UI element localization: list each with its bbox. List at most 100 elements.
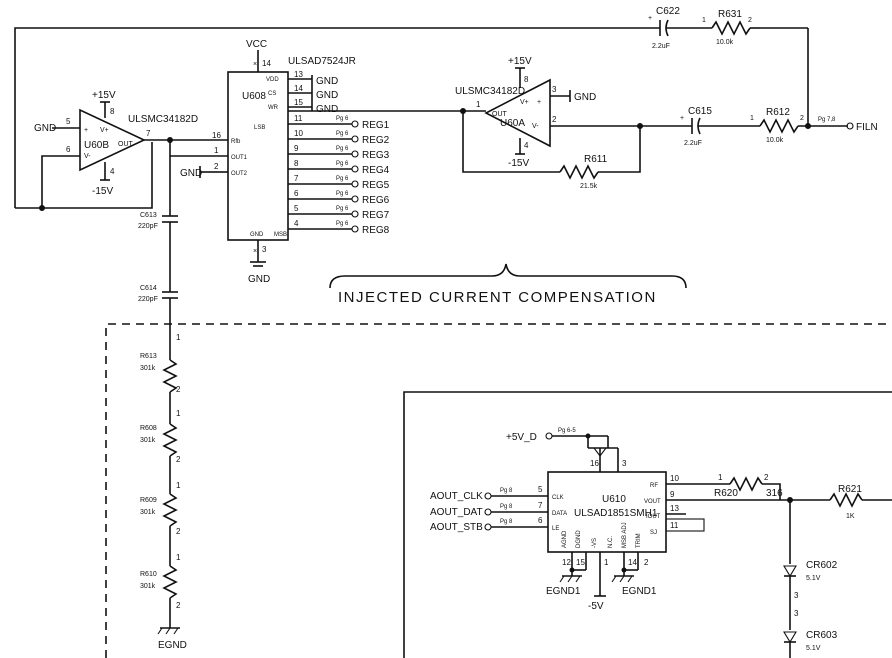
r612-value: 10.0k [766,137,784,144]
filn-label: FILN [856,122,878,133]
r631-value: 10.0k [716,39,734,46]
svg-text:GND: GND [250,232,264,238]
r620-pin2: 2 [764,473,769,482]
reg-page-ref: Pg 6 [336,161,349,167]
reg-page-ref: Pg 6 [336,116,349,122]
svg-text:GND: GND [316,90,338,101]
u60a-pin-vp: 8 [524,75,529,84]
u60a-pin-out: 1 [476,100,481,109]
top-feedback-wire [14,27,809,209]
u610-output-name: VOUT [644,499,661,505]
filn-connector [846,122,854,130]
u610-bottom-pin: 14 [628,558,637,567]
u608-bit-pin: 4 [294,219,299,228]
u608-left-name-out1: OUT1 [231,155,248,161]
reg-net-label: REG2 [362,135,390,146]
cr602-value: 5.1V [806,575,821,582]
c622-ref: C622 [656,6,680,17]
egnd1-label: EGND1 [622,586,657,597]
capacitor-c615: + C615 2.2uF [640,106,760,147]
svg-text:1: 1 [176,333,181,342]
u610-output-pin: 10 [670,474,679,483]
r611-value: 21.5k [580,183,598,190]
resistor-r621: R621 1K [790,484,892,520]
zener-cr602: CR602 5.1V 3 3 [783,500,838,630]
svg-text:V-: V- [84,153,91,160]
u610-input-page: Pg 8 [500,488,513,494]
reg-lines: Pg 6 Pg 6 Pg 6 Pg 6 Pg 6 Pg 6 Pg 6 Pg 6 … [288,114,390,236]
u610-output-pin: 9 [670,490,675,499]
cr602-pin: 3 [794,591,799,600]
reg-page-ref: Pg 6 [336,191,349,197]
u60a-gnd: GND [574,92,596,103]
u608-bit-pin: 11 [294,114,303,123]
u610-bottom-pin: 12 [562,558,571,567]
u610-output-name: RF [650,483,658,489]
r631-ref: R631 [718,9,742,20]
u608-pin-14: 14 [294,84,303,93]
c615-ref: C615 [688,106,712,117]
r631-pin2: 2 [748,17,752,24]
u610-bottom-pin: 1 [604,558,609,567]
zener-cr603: CR603 5.1V [783,630,838,658]
r621-value: 1K [846,513,855,520]
u610-input-name: DATA [552,511,567,517]
c614-ref: C614 [140,285,157,292]
u608-left-pin-2: 2 [214,162,219,171]
u608-pin-15: 15 [294,98,303,107]
u608-msb: MSB [274,232,287,238]
u610-input-page: Pg 8 [500,519,513,525]
u608-vdd: VDD [266,77,279,83]
ladder-ref: R609 [140,497,157,504]
u610-input-name: LE [552,526,559,532]
minus5v-label: -5V [588,601,604,612]
u610-input-net: AOUT_CLK [430,491,483,502]
svg-text:V-: V- [532,123,539,130]
u610-input-net: AOUT_DAT [430,507,483,518]
u610-input-name: CLK [552,495,564,501]
u608-wr: WR [268,105,279,111]
svg-text:2: 2 [176,455,181,464]
svg-text:+: + [680,115,684,122]
u610-output-pin: 13 [670,504,679,513]
c613-c614-chain: C613 220pF C614 220pF [138,156,178,340]
svg-text:GND: GND [316,104,338,115]
r621-ref: R621 [838,484,862,495]
u60a-part: ULSMC34182D [455,86,525,97]
r620-ref: R620 [714,488,738,499]
u610-top-pin: 3 [622,459,627,468]
u60a-pin-minus: 2 [552,115,557,124]
r620-pin1: 1 [718,473,723,482]
u60b-out-label: OUT [118,141,134,148]
reg-page-ref: Pg 6 [336,221,349,227]
u60a-vminus: -15V [508,158,529,169]
u608-pin-13: 13 [294,70,303,79]
plus5v-net: +5V_D [506,432,537,443]
reg-page-ref: Pg 6 [336,206,349,212]
u608-vcc-pin: 14 [262,59,271,68]
u60b-gnd: GND [34,123,56,134]
u60a-vplus: +15V [508,56,532,67]
reg-net-label: REG6 [362,195,390,206]
u610-bottom-pin: 15 [576,558,585,567]
u610-part: ULSAD1851SMH1 [574,508,658,519]
reg-net-label: REG7 [362,210,390,221]
u610-top-pin: 16 [590,459,599,468]
ladder-ref: R608 [140,425,157,432]
junction-dot [805,123,811,129]
reg-net-label: REG8 [362,225,390,236]
u60a-ref: U60A [500,118,525,129]
u608-part: ULSAD7524JR [288,56,356,67]
svg-text:×: × [253,248,257,255]
egnd1-label: EGND1 [546,586,581,597]
egnd-label: EGND [158,640,187,651]
u610-bottom-name: MSB ADJ [622,522,628,548]
ladder-ref: R613 [140,353,157,360]
c622-value: 2.2uF [652,43,670,50]
reg-net-label: REG4 [362,165,390,176]
r620-value: 316 [766,488,783,499]
u608-lsb: LSB [254,125,265,131]
u610-output-name: IOUT [646,514,661,520]
ladder-value: 301k [140,365,156,372]
svg-text:2: 2 [176,601,181,610]
